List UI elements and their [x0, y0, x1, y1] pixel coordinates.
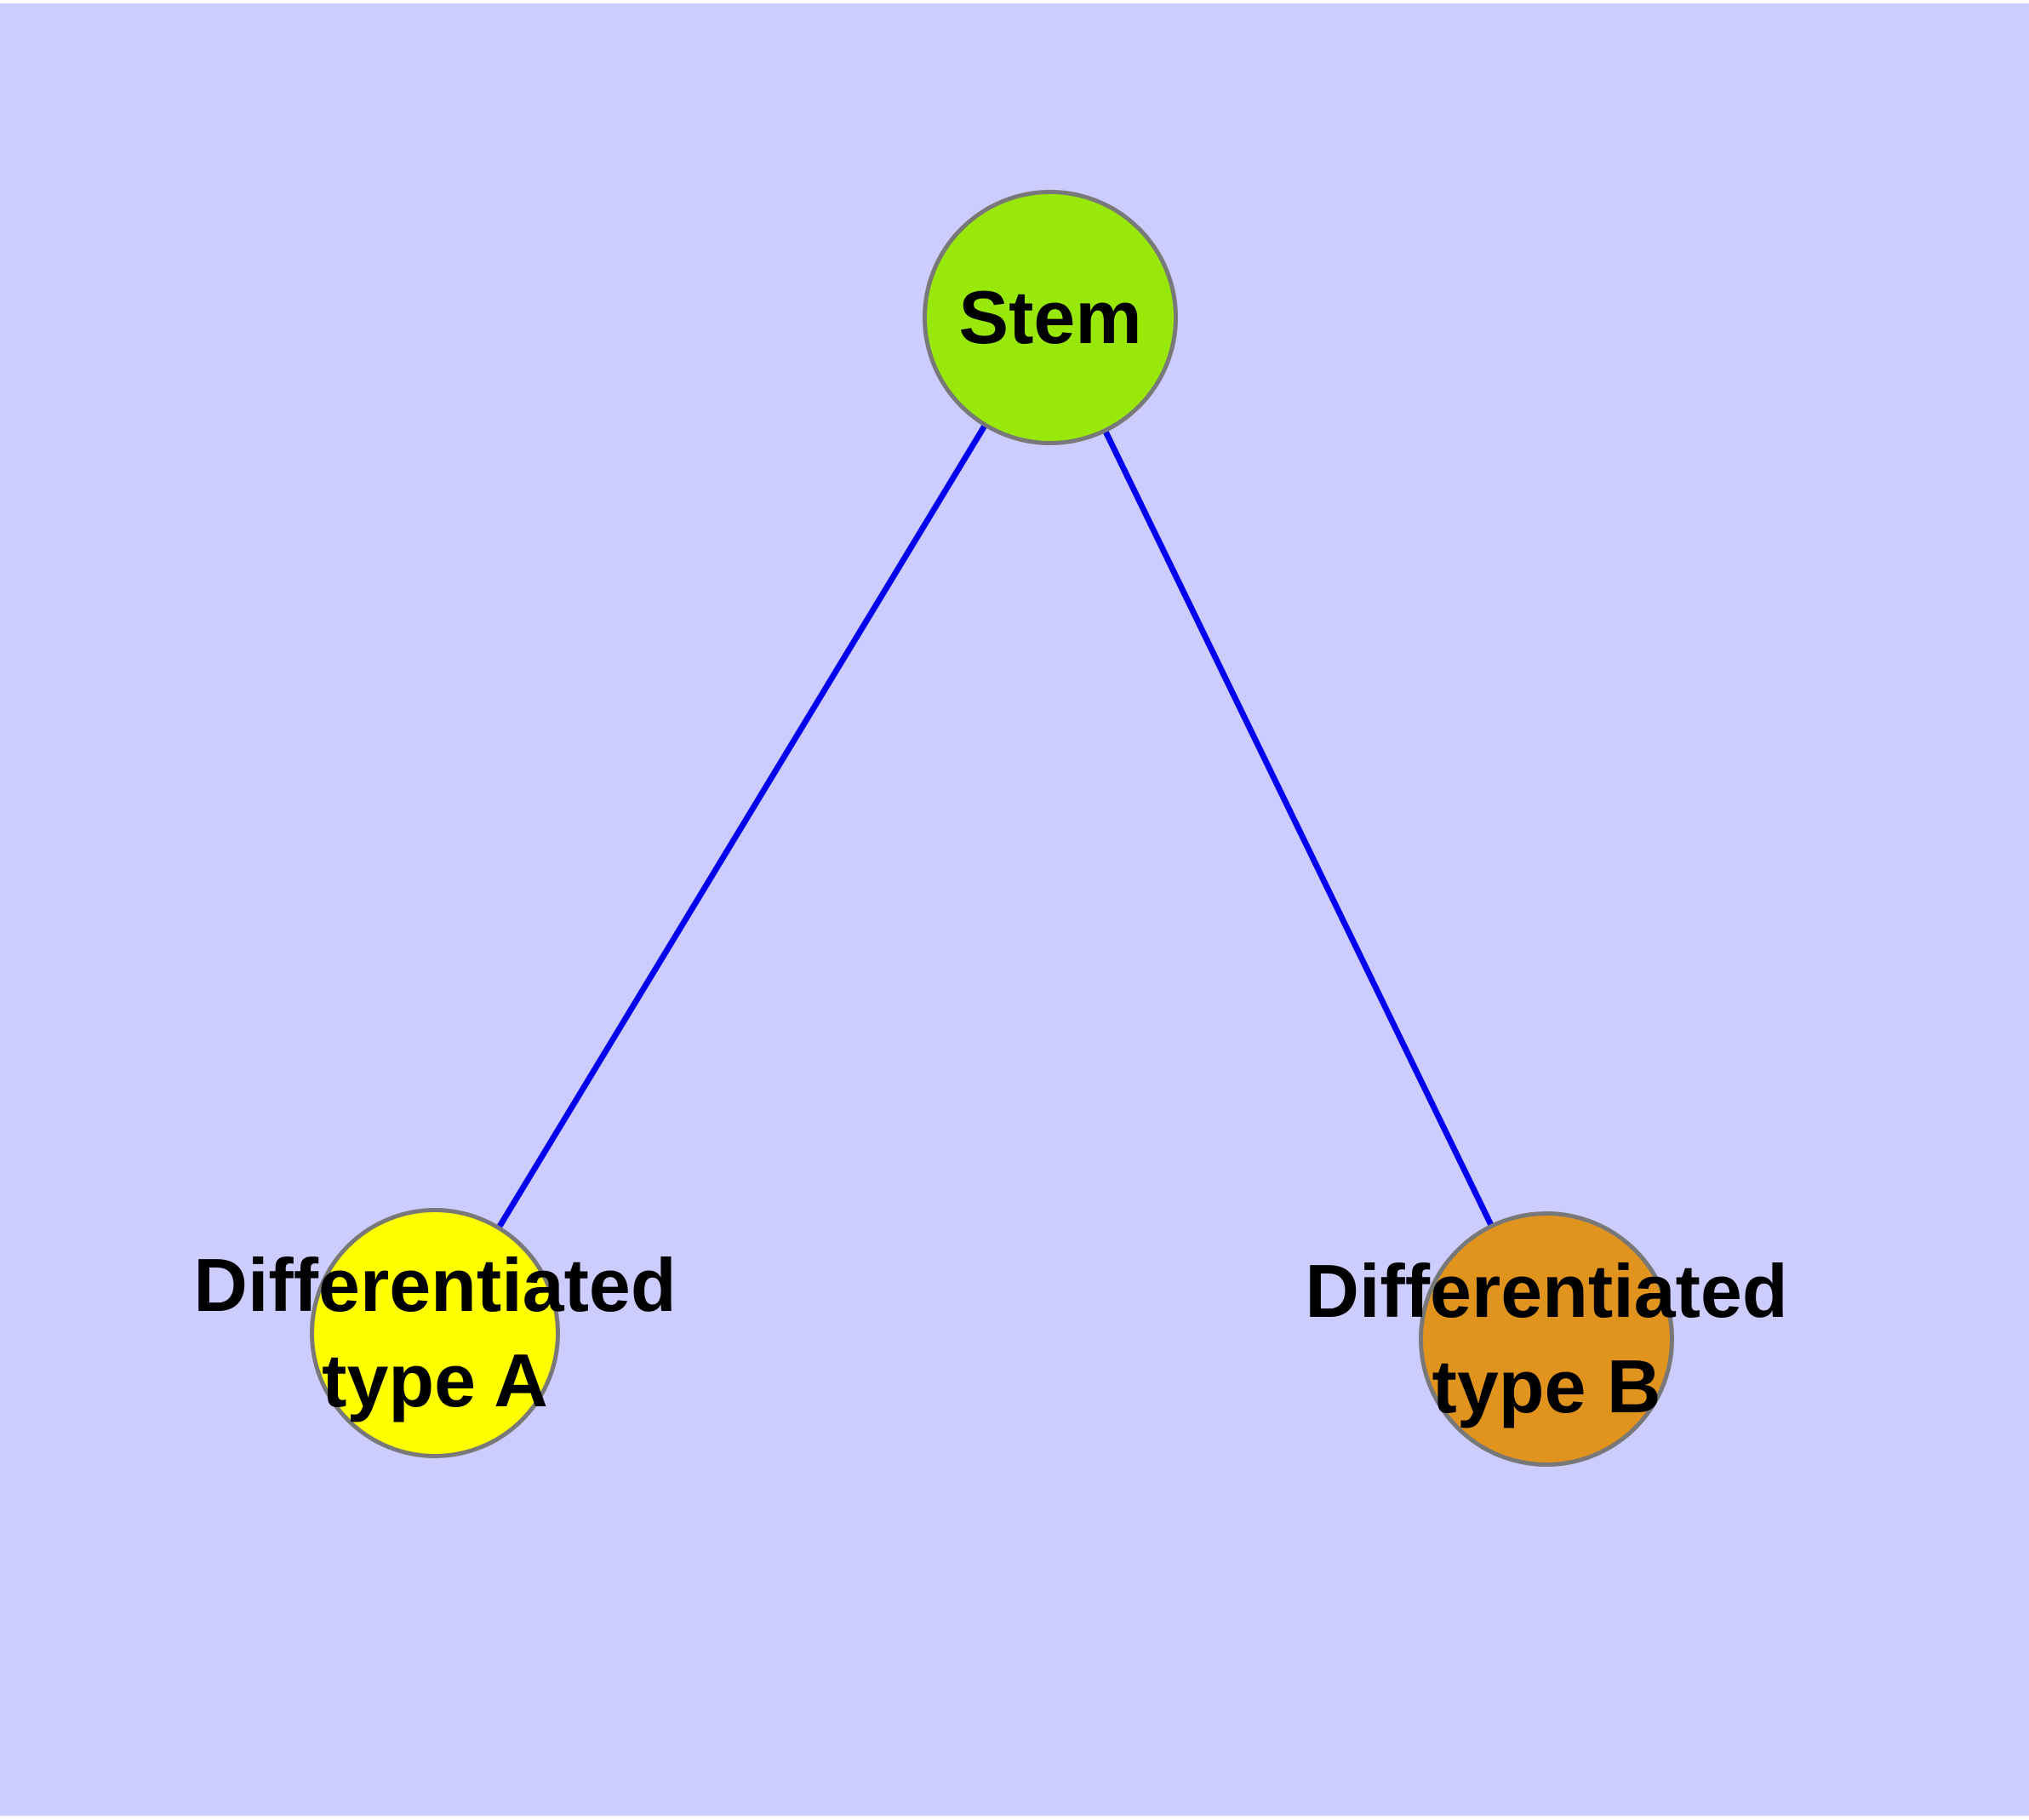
node-differentiated-type-a-circle: [310, 1208, 560, 1458]
node-differentiated-type-b-circle: [1419, 1211, 1674, 1467]
edge-stem-to-type-b: [1047, 316, 1550, 1341]
edge-stem-to-type-a: [432, 316, 1053, 1335]
node-differentiated-type-b-label-line1: Differentiated: [1305, 1249, 1788, 1333]
node-differentiated-type-a-label-line2: type A: [322, 1338, 548, 1422]
node-differentiated-type-b-label-line2: type B: [1432, 1344, 1661, 1428]
node-differentiated-type-a-label-line1: Differentiated: [193, 1243, 677, 1327]
node-stem-label: Stem: [958, 270, 1141, 365]
node-differentiated-type-a-label: Differentiated type A: [193, 1238, 676, 1428]
node-stem-label-line: Stem: [958, 275, 1142, 359]
node-differentiated-type-b-label: Differentiated type B: [1305, 1244, 1787, 1434]
node-stem-circle: [923, 190, 1178, 445]
